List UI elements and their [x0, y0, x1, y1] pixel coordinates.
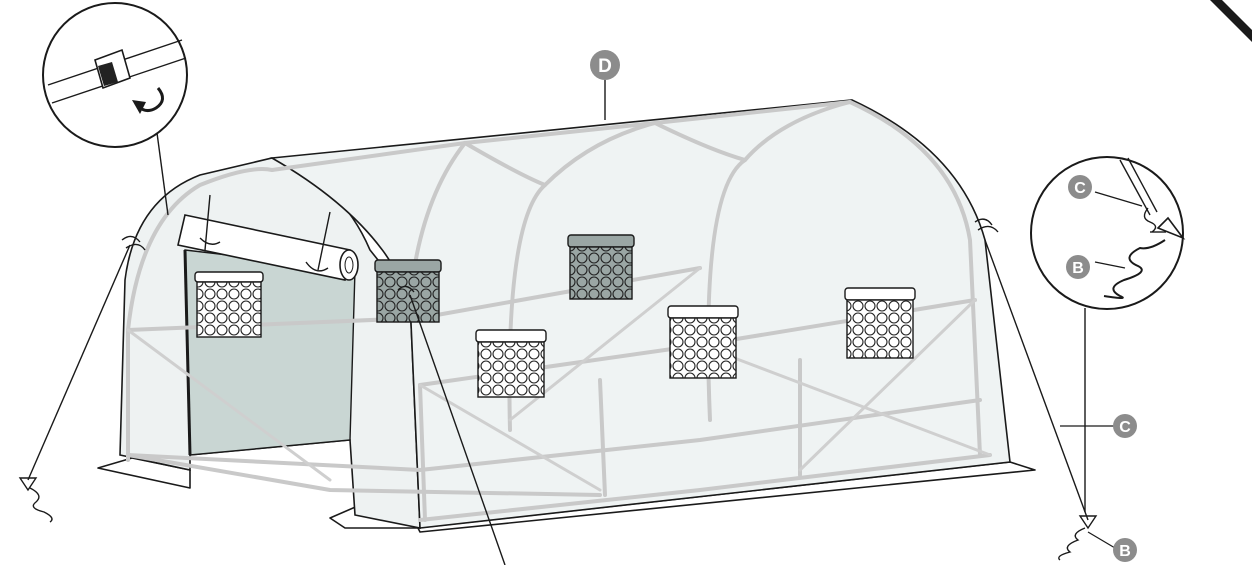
callout-b-main: B — [1087, 531, 1137, 562]
callout-c-zoom: C — [1068, 175, 1092, 199]
guy-ropes — [27, 218, 1089, 566]
window-top-middle — [567, 234, 635, 300]
corner-mark — [1210, 0, 1252, 42]
ground-stake-right — [1058, 515, 1098, 561]
zoom-inset-clip — [42, 2, 188, 216]
window-lower-right — [844, 287, 916, 359]
callout-b-zoom: B — [1066, 255, 1090, 279]
callout-b-zoom-label: B — [1072, 260, 1084, 277]
callout-c-zoom-label: C — [1074, 180, 1086, 197]
window-door-panel — [194, 271, 264, 338]
callout-b-main-label: B — [1119, 543, 1131, 560]
callout-c-main: C — [1060, 414, 1137, 438]
rolled-door — [177, 194, 359, 281]
zoom-inset-rope-stake — [1030, 156, 1186, 512]
callout-d: D — [590, 50, 620, 120]
window-lower-left — [475, 329, 547, 398]
rotate-arrow-icon — [132, 87, 164, 114]
ground-stake-left — [18, 477, 53, 523]
window-lower-middle — [667, 305, 739, 379]
window-left-side — [374, 259, 442, 323]
callout-d-label: D — [598, 56, 612, 77]
callout-c-main-label: C — [1119, 419, 1131, 436]
